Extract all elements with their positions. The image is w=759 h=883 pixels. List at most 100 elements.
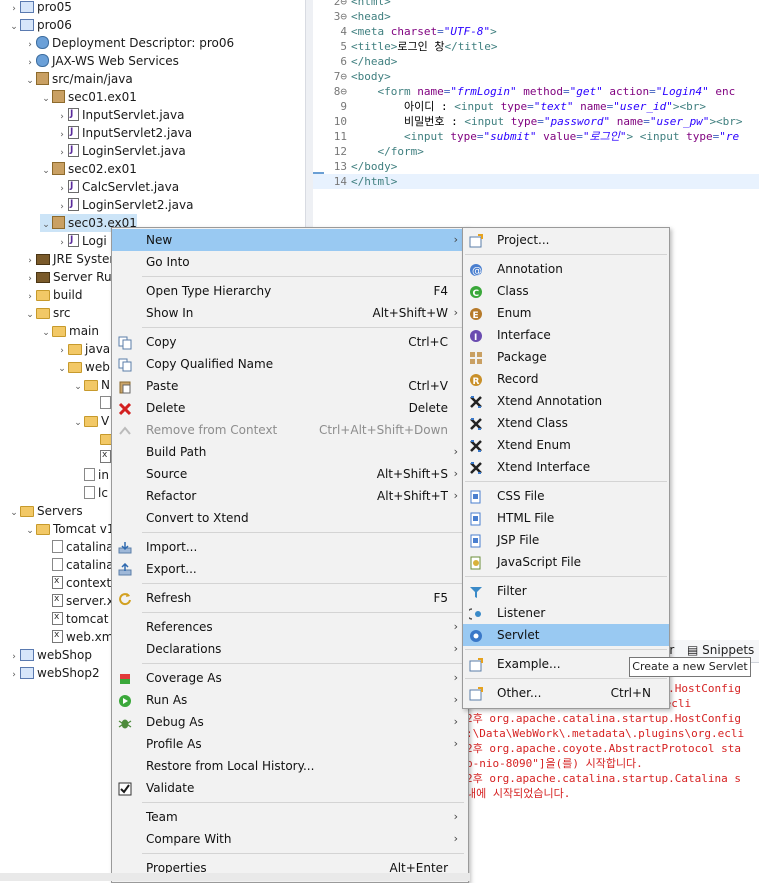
- code-line[interactable]: 아이디 : <input type="text" name="user_id">…: [403, 100, 706, 113]
- submenu-item-xtend-interface[interactable]: Xtend Interface: [463, 456, 669, 478]
- code-line[interactable]: <form name="frmLogin" method="get" actio…: [377, 85, 736, 98]
- tree-item[interactable]: ⌄V: [72, 412, 109, 430]
- tree-item[interactable]: ›build: [24, 286, 82, 304]
- menu-item-go-into[interactable]: Go Into: [112, 251, 468, 273]
- tree-item[interactable]: ›JAX-WS Web Services: [24, 52, 179, 70]
- submenu-item-annotation[interactable]: @Annotation: [463, 258, 669, 280]
- tree-item[interactable]: catalina: [40, 538, 114, 556]
- collapse-arrow-icon[interactable]: ⌄: [10, 22, 18, 32]
- code-line[interactable]: </body>: [351, 160, 398, 173]
- code-line[interactable]: <html>: [351, 0, 391, 8]
- expand-arrow-icon[interactable]: ›: [60, 346, 64, 356]
- expand-arrow-icon[interactable]: ›: [60, 238, 64, 248]
- tree-item[interactable]: ›webShop2: [8, 664, 99, 682]
- tree-item[interactable]: in: [72, 466, 109, 484]
- tree-item[interactable]: ›CalcServlet.java: [56, 177, 179, 196]
- tree-item[interactable]: ›JRE Syster: [24, 250, 114, 268]
- submenu-item-example[interactable]: Example...: [463, 653, 669, 675]
- snippets-tab[interactable]: ▤ Snippets: [687, 643, 754, 657]
- submenu-item-xtend-class[interactable]: Xtend Class: [463, 412, 669, 434]
- tree-item[interactable]: catalina: [40, 556, 114, 574]
- submenu-item-listener[interactable]: Listener: [463, 602, 669, 624]
- submenu-item-package[interactable]: Package: [463, 346, 669, 368]
- menu-item-run-as[interactable]: Run As›: [112, 689, 468, 711]
- expand-arrow-icon[interactable]: ›: [60, 112, 64, 122]
- collapse-arrow-icon[interactable]: ⌄: [26, 76, 34, 86]
- collapse-arrow-icon[interactable]: ⌄: [42, 166, 50, 176]
- menu-item-new[interactable]: New›: [112, 229, 468, 251]
- menu-item-references[interactable]: References›: [112, 616, 468, 638]
- tree-item[interactable]: ⌄main: [40, 322, 99, 340]
- collapse-arrow-icon[interactable]: ⌄: [26, 310, 34, 320]
- code-line[interactable]: </form>: [377, 145, 424, 158]
- menu-item-copy-qualified-name[interactable]: Copy Qualified Name: [112, 353, 468, 375]
- expand-arrow-icon[interactable]: ›: [12, 670, 16, 680]
- code-line[interactable]: </head>: [351, 55, 398, 68]
- tree-item[interactable]: ›InputServlet.java: [56, 105, 184, 124]
- code-line[interactable]: <meta charset="UTF-8">: [351, 25, 497, 38]
- horizontal-scrollbar[interactable]: [0, 873, 470, 881]
- tree-item[interactable]: server.x: [40, 590, 114, 610]
- code-line[interactable]: 비밀번호 : <input type="password" name="user…: [403, 115, 743, 128]
- collapse-arrow-icon[interactable]: ⌄: [10, 508, 18, 518]
- expand-arrow-icon[interactable]: ›: [60, 130, 64, 140]
- menu-item-debug-as[interactable]: Debug As›: [112, 711, 468, 733]
- tree-item[interactable]: ›InputServlet2.java: [56, 123, 192, 142]
- tree-item[interactable]: ›webShop: [8, 646, 92, 664]
- menu-item-profile-as[interactable]: Profile As›: [112, 733, 468, 755]
- tree-item[interactable]: ›Deployment Descriptor: pro06: [24, 34, 234, 52]
- expand-arrow-icon[interactable]: ›: [60, 184, 64, 194]
- expand-arrow-icon[interactable]: ›: [28, 58, 32, 68]
- tree-item[interactable]: ›java: [56, 340, 110, 358]
- collapse-arrow-icon[interactable]: ⌄: [42, 328, 50, 338]
- tree-item[interactable]: ›Server Rur: [24, 268, 116, 286]
- menu-item-validate[interactable]: Validate: [112, 777, 468, 799]
- menu-item-convert-to-xtend[interactable]: Convert to Xtend: [112, 507, 468, 529]
- submenu-item-project[interactable]: Project...: [463, 229, 669, 251]
- code-line[interactable]: </html>: [351, 175, 398, 188]
- expand-arrow-icon[interactable]: ›: [60, 202, 64, 212]
- menu-item-team[interactable]: Team›: [112, 806, 468, 828]
- tree-item[interactable]: ›LoginServlet.java: [56, 141, 186, 160]
- collapse-arrow-icon[interactable]: ⌄: [42, 220, 50, 230]
- expand-arrow-icon[interactable]: ›: [28, 40, 32, 50]
- expand-arrow-icon[interactable]: ›: [28, 256, 32, 266]
- tree-item[interactable]: ›Logi: [56, 231, 107, 250]
- tree-item[interactable]: ›pro05: [8, 0, 72, 16]
- tree-item[interactable]: ⌄src: [24, 304, 70, 322]
- tree-item[interactable]: tomcat: [40, 608, 108, 628]
- code-line[interactable]: <input type="submit" value="로그인"> <input…: [403, 130, 740, 143]
- expand-arrow-icon[interactable]: ›: [28, 292, 32, 302]
- menu-item-export[interactable]: Export...: [112, 558, 468, 580]
- menu-item-coverage-as[interactable]: Coverage As›: [112, 667, 468, 689]
- tree-item[interactable]: ⌄pro06: [8, 16, 72, 34]
- collapse-arrow-icon[interactable]: ⌄: [26, 526, 34, 536]
- menu-item-declarations[interactable]: Declarations›: [112, 638, 468, 660]
- tree-item[interactable]: ⌄web: [56, 358, 110, 376]
- submenu-item-xtend-enum[interactable]: Xtend Enum: [463, 434, 669, 456]
- collapse-arrow-icon[interactable]: ⌄: [74, 382, 82, 392]
- submenu-item-filter[interactable]: Filter: [463, 580, 669, 602]
- submenu-item-servlet[interactable]: Servlet: [463, 624, 669, 646]
- collapse-arrow-icon[interactable]: ⌄: [58, 364, 66, 374]
- submenu-item-html-file[interactable]: HTML File: [463, 507, 669, 529]
- submenu-item-javascript-file[interactable]: JavaScript File: [463, 551, 669, 573]
- submenu-item-xtend-annotation[interactable]: Xtend Annotation: [463, 390, 669, 412]
- tree-item[interactable]: lc: [72, 484, 108, 502]
- tree-item[interactable]: [88, 394, 114, 412]
- tree-item[interactable]: ⌄sec01.ex01: [40, 88, 137, 106]
- menu-item-restore-from-local-history[interactable]: Restore from Local History...: [112, 755, 468, 777]
- tree-item[interactable]: ⌄Servers: [8, 502, 82, 520]
- tree-item[interactable]: [88, 446, 114, 466]
- menu-item-compare-with[interactable]: Compare With›: [112, 828, 468, 850]
